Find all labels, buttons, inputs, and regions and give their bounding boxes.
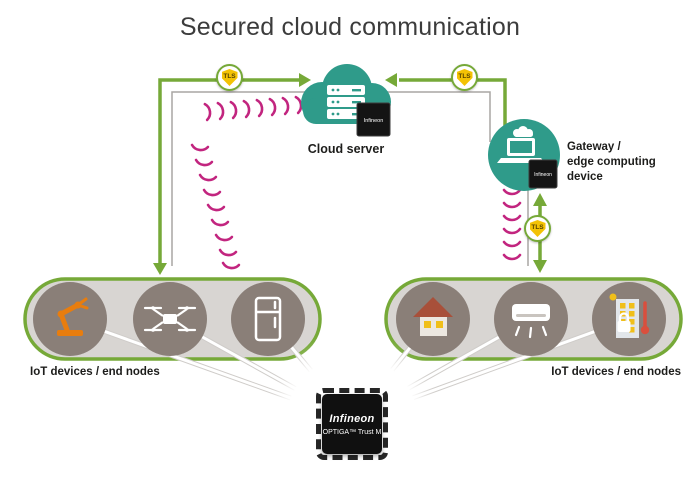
cloud-server-label: Cloud server: [307, 142, 385, 156]
iot-group-left-label: IoT devices / end nodes: [30, 366, 160, 378]
chip-brand: Infineon: [329, 412, 375, 425]
chip-brand-mini: Infineon: [364, 118, 384, 124]
gateway-label: Gateway / edge computing device: [567, 141, 656, 183]
chip-brand-mini: Infineon: [534, 172, 552, 178]
smart-building-icon: [609, 293, 650, 338]
bulb-icon: [609, 293, 617, 301]
shield-icon: [456, 69, 473, 86]
tls-badge: TLS: [451, 64, 478, 91]
tls-label: TLS: [531, 224, 544, 231]
laptop-icon: [497, 126, 545, 163]
chip-product: OPTIGA™ Trust M: [322, 428, 382, 436]
smart-fridge-icon: [254, 296, 282, 342]
device-circle-smart-fridge: [231, 282, 305, 356]
security-chip-icon: Infineon: [528, 159, 558, 189]
optiga-trust-m-chip: Infineon OPTIGA™ Trust M: [322, 394, 382, 454]
air-conditioner-icon: [512, 304, 550, 339]
arrowhead-down-right-group: [533, 260, 547, 273]
smart-home-icon: [413, 297, 453, 336]
page-title: Secured cloud communication: [179, 13, 521, 41]
drone-icon: [143, 306, 197, 332]
lock-icon: [618, 312, 630, 321]
iot-group-right-label: IoT devices / end nodes: [551, 366, 681, 378]
shield-icon: [529, 220, 546, 237]
security-chip-icon: Infineon: [356, 102, 391, 137]
tls-label: TLS: [223, 73, 236, 80]
arrowhead-up-gateway: [533, 193, 547, 206]
shield-icon: [221, 69, 238, 86]
arrowhead-down-left-group: [153, 263, 167, 275]
wireless-signal-icon: [502, 188, 522, 261]
arrowhead-into-cloud-left: [299, 73, 311, 87]
wireless-signal-icon: [190, 95, 304, 271]
tls-badge: TLS: [524, 215, 551, 242]
tls-label: TLS: [458, 73, 471, 80]
device-circle-robot-arm: [33, 282, 107, 356]
robot-arm-icon: [57, 297, 89, 336]
chip-pins: [316, 388, 388, 460]
tls-badge: TLS: [216, 64, 243, 91]
arrowhead-into-cloud-right: [385, 73, 397, 87]
